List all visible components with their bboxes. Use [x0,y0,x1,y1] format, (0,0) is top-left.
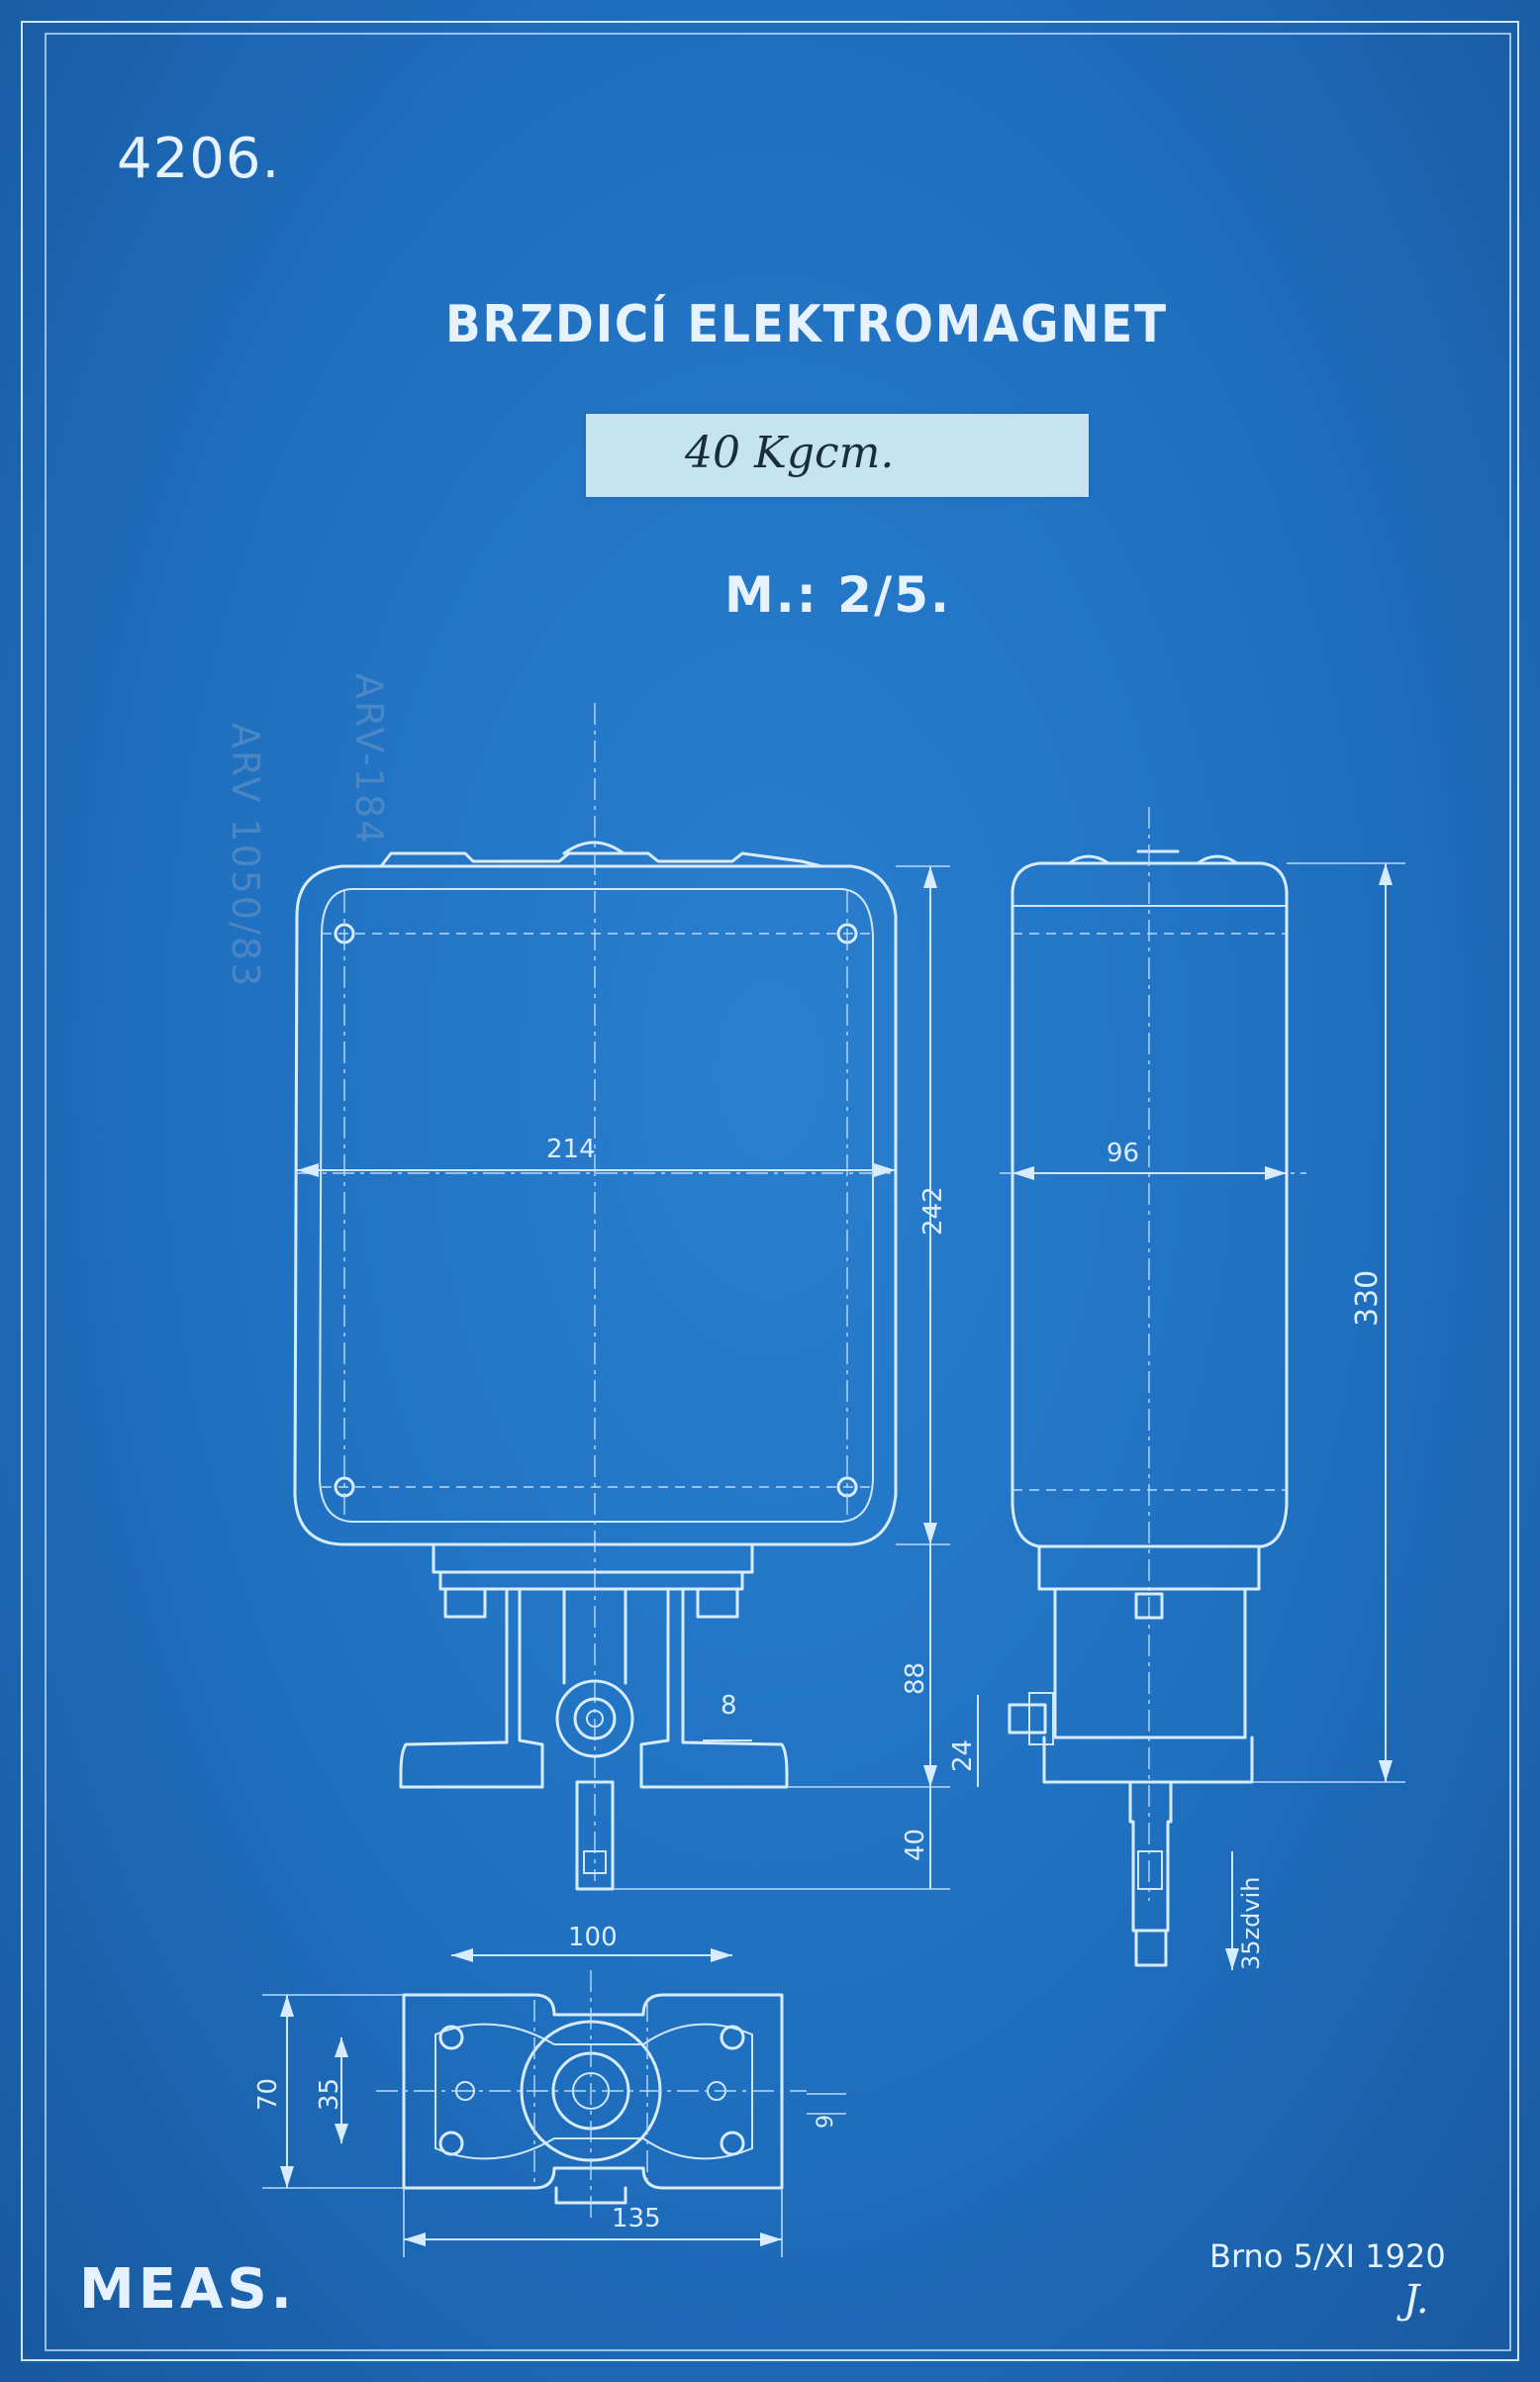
dim-foot-height: 24 [948,1738,978,1772]
dim-base-length: 100 [568,1923,618,1952]
border-outer [21,21,1519,2361]
archive-stamp-2: ARV-184 [347,673,391,846]
dim-base-total: 135 [612,2204,661,2233]
dim-hole-dia: 9 [814,2115,838,2129]
drawing-number: 4206. [117,127,281,191]
dim-shaft-length: 40 [901,1828,930,1861]
dim-width-side: 96 [1107,1139,1140,1168]
dim-base-width: 70 [253,2077,283,2111]
initials: J. [1403,2277,1429,2323]
label-strip: 40 Kgcm. [586,414,1089,497]
dim-width-front: 214 [546,1135,596,1164]
dim-height-body: 242 [918,1186,948,1236]
maker-mark: MEAS. [79,2257,296,2322]
dimension-lines [262,862,1405,2257]
place-date: Brno 5/XI 1920 [1209,2237,1446,2275]
scale-label: M.: 2/5. [724,566,951,624]
bottom-view [376,1970,807,2218]
label-strip-text: 40 Kgcm. [685,428,895,478]
border-inner [45,33,1511,2351]
archive-stamp-1: ARV 1050/83 [224,723,267,989]
dim-height-total: 330 [1350,1269,1385,1327]
dim-slot: 8 [721,1691,737,1721]
dim-base-height: 88 [901,1661,930,1695]
drawing-title: BRZDICÍ ELEKTROMAGNET [445,295,1168,354]
dim-thread: 35zdvih [1237,1876,1265,1970]
dim-hole-spacing: 35 [315,2077,344,2111]
front-view [293,703,898,1891]
side-view [1000,807,1306,1967]
